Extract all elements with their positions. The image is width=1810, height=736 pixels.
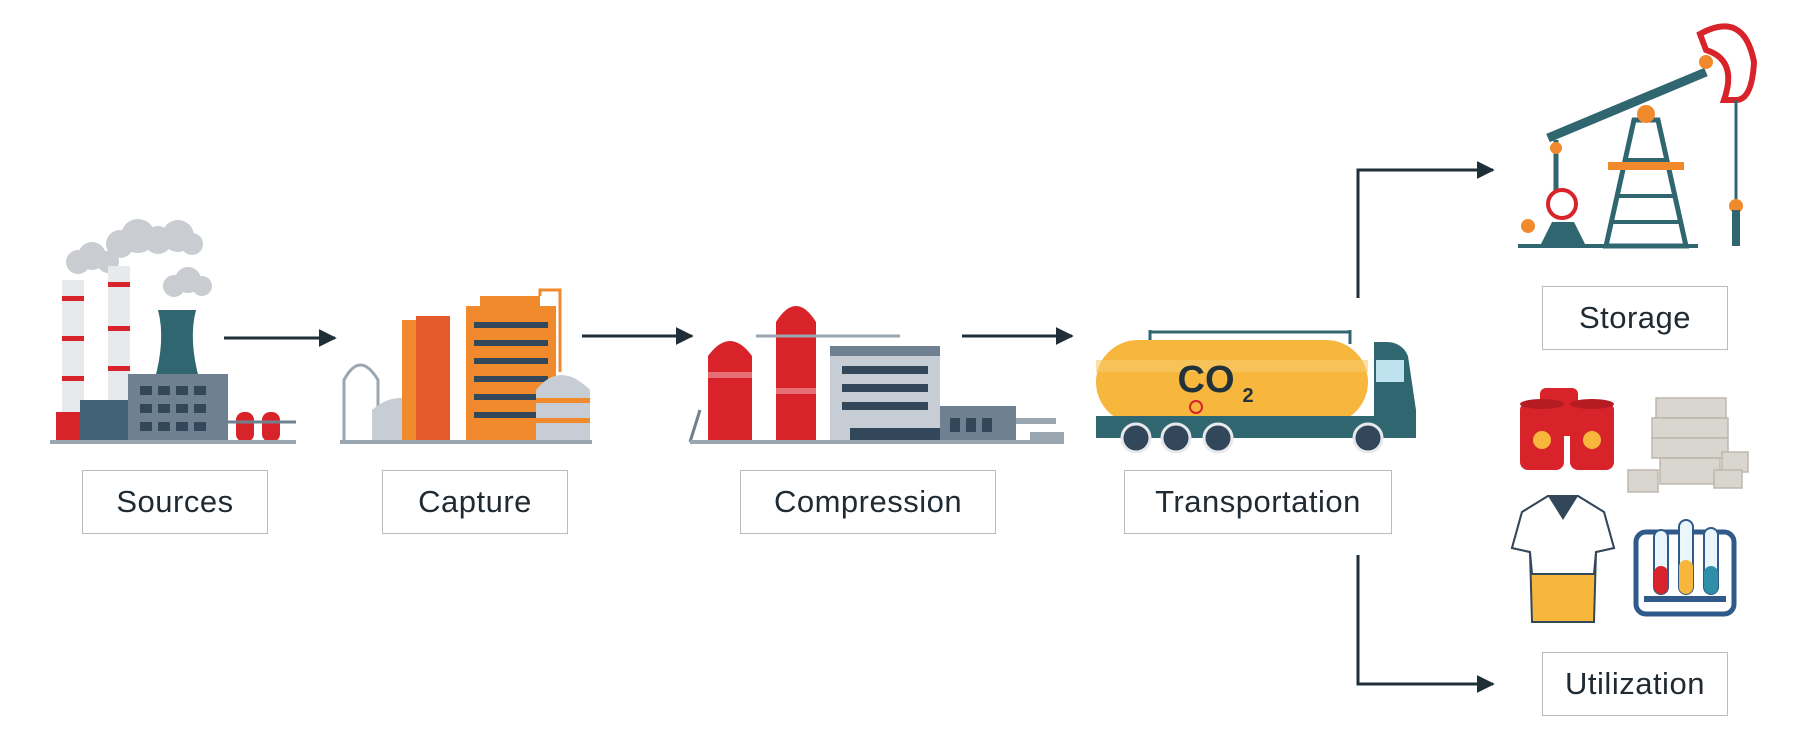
co2-tanker-truck-icon — [1096, 330, 1416, 454]
test-tubes-icon — [1633, 519, 1737, 617]
stage-label-sources: Sources — [82, 470, 268, 534]
factory-icon — [50, 219, 296, 444]
stage-label-transportation: Transportation — [1124, 470, 1392, 534]
capture-plant-icon — [340, 288, 592, 444]
pumpjack-icon — [1518, 23, 1758, 249]
stage-label-storage: Storage — [1542, 286, 1728, 350]
truck-sub-2-text: 2 — [1242, 385, 1253, 407]
stage-label-capture: Capture — [382, 470, 568, 534]
compression-plant-icon — [688, 306, 1064, 444]
stage-label-compression: Compression — [740, 470, 996, 534]
flow-arrows — [224, 161, 1495, 693]
truck-co-text: CO — [1178, 359, 1235, 401]
arrow-to-storage — [1356, 161, 1495, 298]
arrow-to-utilization — [1356, 555, 1495, 693]
shirt-icon — [1510, 495, 1616, 623]
fuel-barrels-icon — [1520, 388, 1614, 470]
stage-label-utilization: Utilization — [1542, 652, 1728, 716]
building-blocks-icon — [1627, 397, 1749, 493]
